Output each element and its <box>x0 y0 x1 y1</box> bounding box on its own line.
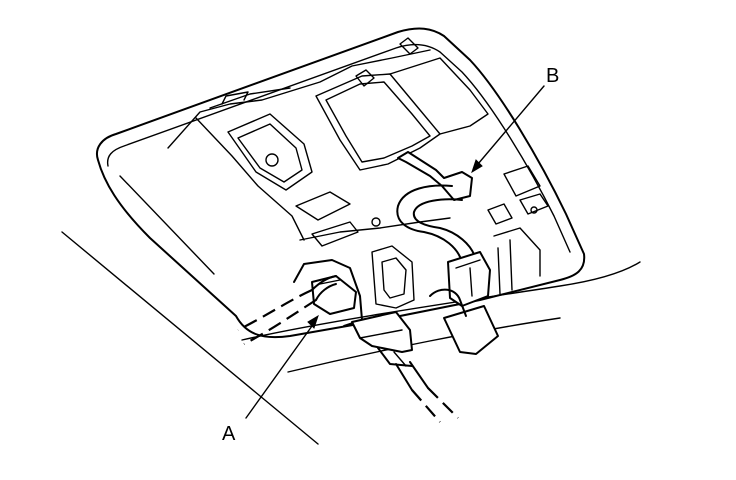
dashed-wire-bottom <box>395 361 459 423</box>
right-lamp-lens <box>315 57 489 171</box>
wire-harness-b <box>396 184 477 263</box>
clip-b-bracket <box>397 151 473 201</box>
lower-pigtail <box>429 288 499 355</box>
left-switch-housing <box>227 113 313 191</box>
dashed-wire-left <box>237 275 337 345</box>
callout-label-a: A <box>222 423 236 445</box>
right-tabs <box>487 165 549 295</box>
headliner-outline <box>61 231 641 445</box>
center-bracket <box>295 191 451 247</box>
callout-label-b: B <box>546 65 559 87</box>
connector-a-housing <box>293 245 415 327</box>
console-inner-frame <box>167 37 431 241</box>
harness-connector <box>447 251 491 307</box>
callout-a: A <box>222 314 319 445</box>
bottom-bracket <box>351 311 413 367</box>
callout-b: B <box>471 65 559 174</box>
